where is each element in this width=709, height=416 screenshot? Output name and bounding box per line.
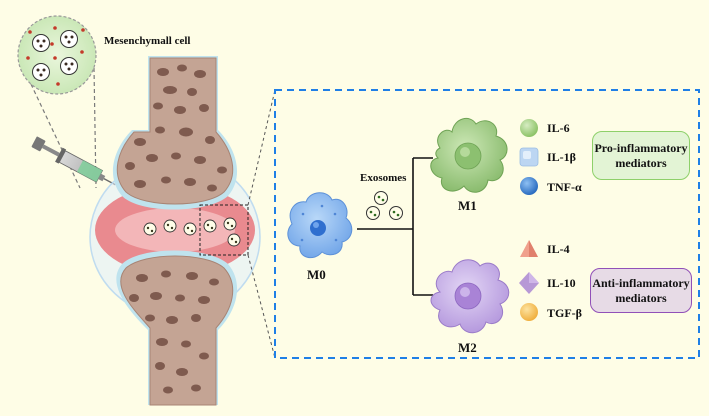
vesicle xyxy=(60,30,78,48)
knee-joint xyxy=(89,56,276,406)
tgfb-label: TGF-β xyxy=(547,306,582,320)
tgfb-sphere-icon xyxy=(520,303,538,321)
polarization-connector xyxy=(357,157,433,296)
zoom-line-top xyxy=(247,89,276,206)
anti-box-line2: mediators xyxy=(615,290,667,305)
vesicle xyxy=(32,34,50,52)
pro-box-line1: Pro-inflammatory xyxy=(594,140,688,155)
exosomes-icon xyxy=(366,191,403,220)
m0-macrophage-icon xyxy=(287,192,353,259)
tibia-bone xyxy=(120,255,234,406)
exosome-particles xyxy=(143,217,241,247)
il4-label: IL-4 xyxy=(547,242,570,256)
macrophage-panel-frame xyxy=(274,89,700,359)
mesenchymal-cell-circle xyxy=(17,15,97,95)
m2-label: M2 xyxy=(458,340,477,355)
pro-box-line2: mediators xyxy=(615,155,667,170)
m0-label: M0 xyxy=(307,267,326,282)
il1b-label: IL-1β xyxy=(547,150,576,164)
m1-label: M1 xyxy=(458,198,477,213)
vesicle xyxy=(60,57,78,75)
il4-pyramid-icon xyxy=(520,240,538,257)
vesicle xyxy=(32,63,50,81)
mesenchymal-cell-label: Mesenchymall cell xyxy=(104,35,191,47)
anti-box-line1: Anti-inflammatory xyxy=(592,275,690,290)
il6-sphere-icon xyxy=(520,119,538,137)
m2-macrophage-icon xyxy=(430,259,510,334)
m1-macrophage-icon xyxy=(430,117,508,193)
mesenchymal-cell-inset xyxy=(17,15,97,189)
il10-label: IL-10 xyxy=(547,276,576,290)
il10-diamond-icon xyxy=(519,272,539,294)
bone-pores xyxy=(125,64,227,394)
zoom-region-box xyxy=(199,204,249,256)
syringe-icon xyxy=(31,136,116,186)
tnfa-label: TNF-α xyxy=(547,180,582,194)
tnfa-sphere-icon xyxy=(520,177,538,195)
exosomes-label: Exosomes xyxy=(360,172,407,184)
femur-bone xyxy=(116,57,234,205)
il6-label: IL-6 xyxy=(547,121,570,135)
il1b-cube-icon xyxy=(519,147,539,167)
